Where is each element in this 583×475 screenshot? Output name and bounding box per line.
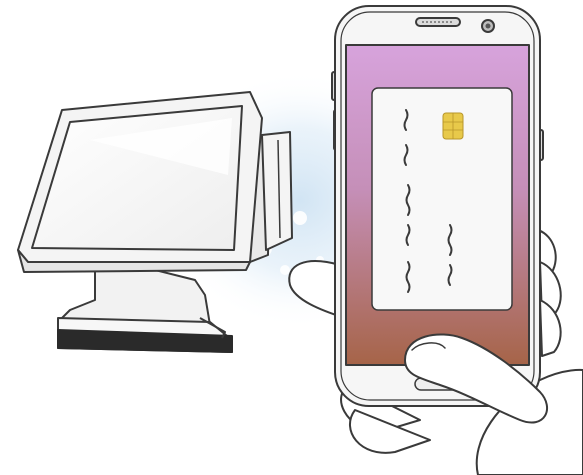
payment-card-icon [372,88,512,310]
card-chip-icon [443,113,463,139]
